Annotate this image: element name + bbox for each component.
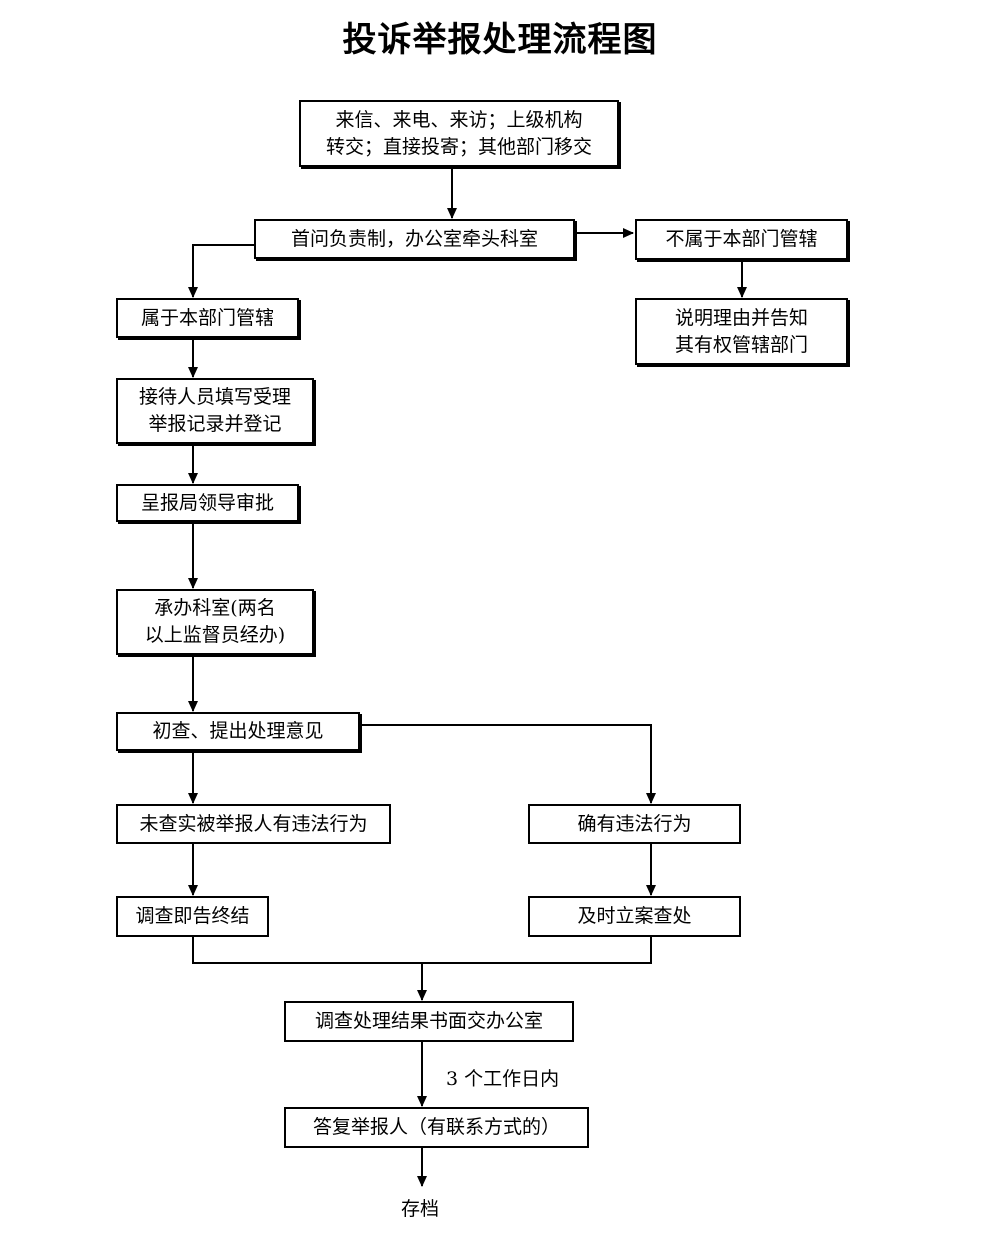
approval-label: 呈报局领导审批 xyxy=(140,491,274,514)
written-result-label: 调查处理结果书面交办公室 xyxy=(314,1010,543,1032)
undertake-line-2: 以上监督员经办) xyxy=(144,624,286,646)
explain-notify-box: 说明理由并告知 其有权管辖部门 xyxy=(635,298,848,365)
violation-box: 确有违法行为 xyxy=(528,804,741,844)
written-result-box: 调查处理结果书面交办公室 xyxy=(284,1001,574,1042)
undertake-box: 承办科室(两名 以上监督员经办) xyxy=(116,589,314,655)
reply-box: 答复举报人（有联系方式的） xyxy=(284,1107,589,1148)
undertake-line-1: 承办科室(两名 xyxy=(154,597,276,619)
first-contact-label: 首问负责制，办公室牵头科室 xyxy=(290,227,538,250)
register-line-1: 接待人员填写受理 xyxy=(138,386,291,408)
file-case-box: 及时立案查处 xyxy=(528,896,741,937)
first-contact-box: 首问负责制，办公室牵头科室 xyxy=(254,219,575,259)
merge-left xyxy=(192,937,652,964)
not-in-jurisdiction-box: 不属于本部门管辖 xyxy=(635,219,848,260)
no-violation-box: 未查实被举报人有违法行为 xyxy=(116,804,391,844)
sources-box: 来信、来电、来访；上级机构 转交；直接投寄；其他部门移交 xyxy=(299,100,619,167)
in-jurisdiction-box: 属于本部门管辖 xyxy=(116,298,299,338)
terminate-box: 调查即告终结 xyxy=(116,896,269,937)
register-box: 接待人员填写受理 举报记录并登记 xyxy=(116,378,314,444)
page-title: 投诉举报处理流程图 xyxy=(342,20,658,60)
explain-line-2: 其有权管辖部门 xyxy=(674,333,808,356)
register-line-2: 举报记录并登记 xyxy=(148,413,282,435)
sources-line-1: 来信、来电、来访；上级机构 xyxy=(335,108,583,131)
no-violation-label: 未查实被举报人有违法行为 xyxy=(139,812,368,835)
preliminary-box: 初查、提出处理意见 xyxy=(116,712,360,751)
explain-line-1: 说明理由并告知 xyxy=(674,306,808,329)
reply-label: 答复举报人（有联系方式的） xyxy=(312,1116,560,1138)
violation-label: 确有违法行为 xyxy=(577,812,692,835)
file-case-label: 及时立案查处 xyxy=(577,905,692,927)
sources-line-2: 转交；直接投寄；其他部门移交 xyxy=(325,135,592,158)
preliminary-label: 初查、提出处理意见 xyxy=(152,720,324,742)
arrow-first-to-in xyxy=(188,244,254,298)
approval-box: 呈报局领导审批 xyxy=(116,484,299,522)
arrow-prelim-to-violation xyxy=(360,724,656,804)
archive-label: 存档 xyxy=(401,1198,440,1220)
in-jurisdiction-label: 属于本部门管辖 xyxy=(140,306,274,329)
terminate-label: 调查即告终结 xyxy=(135,905,250,927)
deadline-label: 3 个工作日内 xyxy=(446,1068,560,1090)
not-in-jurisdiction-label: 不属于本部门管辖 xyxy=(665,228,818,250)
